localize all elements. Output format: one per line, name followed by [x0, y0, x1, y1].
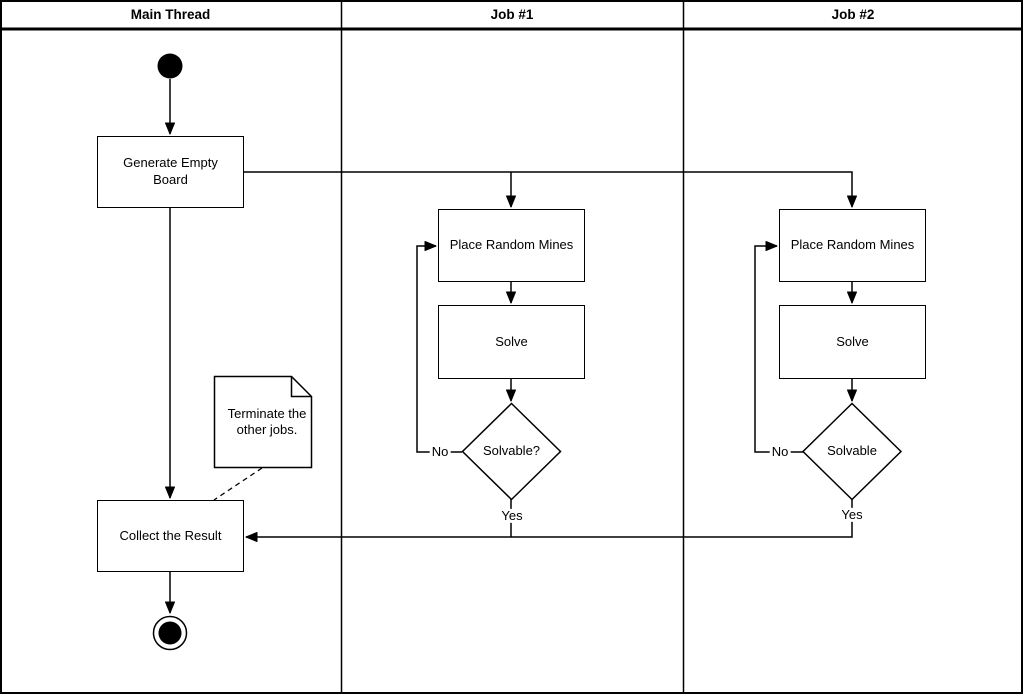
activity-solve-job1: Solve [438, 305, 585, 379]
edge-label-yes-job2: Yes [839, 506, 865, 523]
activity-place-random-mines-job1: Place Random Mines [438, 209, 585, 282]
final-node-core [158, 621, 182, 645]
lane-header-job1: Job #1 [490, 6, 534, 22]
activity-solve-job2: Solve [779, 305, 926, 379]
decision-label-job2: Solvable [827, 443, 877, 459]
lane-header-job2: Job #2 [831, 6, 875, 22]
note-shape [213, 375, 313, 469]
edge-generate-to-job2 [244, 171, 857, 208]
edge-yes-to-collect [245, 499, 853, 542]
edge-label-no-job1: No [429, 443, 451, 460]
edge-label-no-job2: No [769, 443, 791, 460]
decision-diamond-job2 [801, 402, 903, 501]
note-fold-corner [290, 376, 312, 398]
activity-place-random-mines-job2: Place Random Mines [779, 209, 926, 282]
decision-label-job1: Solvable? [482, 443, 541, 459]
edge-label-yes-job1: Yes [499, 507, 525, 524]
lane-header-main-thread: Main Thread [130, 6, 211, 22]
note-terminate-jobs: Terminate the other jobs. [227, 405, 307, 437]
activity-generate-empty-board: Generate Empty Board [97, 136, 244, 208]
decision-diamond-job1 [461, 402, 562, 501]
activity-collect-result: Collect the Result [97, 500, 244, 572]
start-node [157, 53, 183, 79]
edge-note-link [213, 467, 263, 501]
